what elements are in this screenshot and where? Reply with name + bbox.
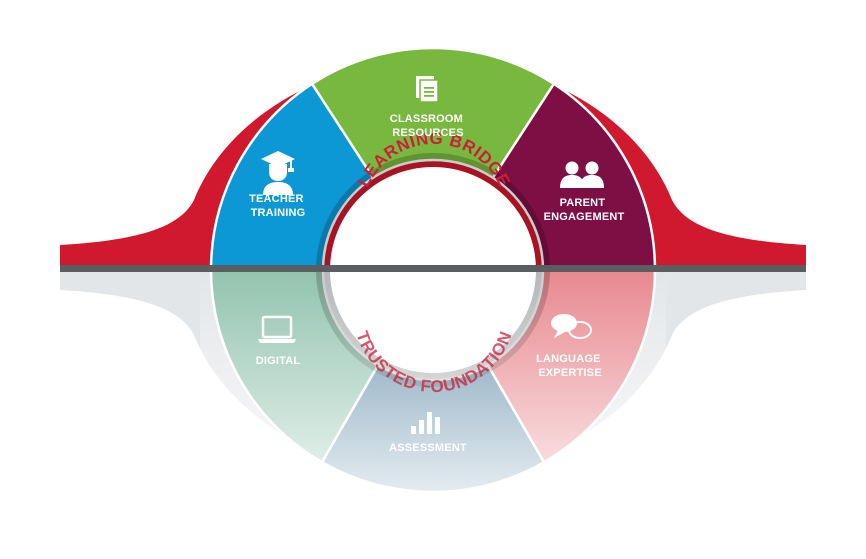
reflection-fade bbox=[200, 270, 666, 500]
label-digital: DIGITAL bbox=[256, 355, 301, 367]
people-icon bbox=[560, 161, 604, 188]
bar-chart-icon bbox=[411, 412, 440, 434]
segment-teacher-training bbox=[209, 82, 375, 272]
label-assessment: ASSESSMENT bbox=[389, 442, 467, 454]
label-teacher-training: TEACHER TRAINING bbox=[249, 193, 307, 219]
label-classroom-resources: CLASSROOM RESOURCES bbox=[390, 113, 467, 139]
road-line bbox=[60, 265, 806, 272]
graduate-icon bbox=[261, 151, 295, 195]
label-language-expertise: LANGUAGE EXPERTISE bbox=[536, 353, 604, 379]
documents-icon bbox=[416, 76, 439, 103]
label-parent-engagement: PARENT ENGAGEMENT bbox=[544, 197, 625, 223]
speech-bubbles-icon bbox=[551, 314, 592, 339]
laptop-icon bbox=[258, 315, 296, 343]
segment-classroom-resources bbox=[310, 46, 556, 180]
